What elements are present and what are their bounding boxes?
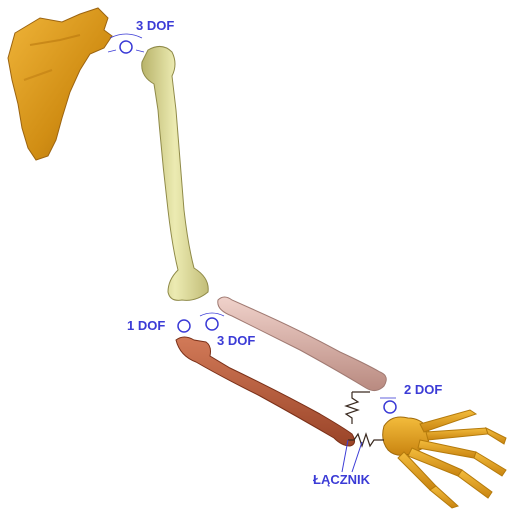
elbow-radius-joint-symbol: [200, 313, 224, 330]
shoulder-dof-label: 3 DOF: [136, 18, 174, 33]
humerus-bone: [142, 46, 208, 300]
shoulder-joint-symbol: [108, 34, 144, 53]
elbow-ulna-joint-symbol: [178, 320, 190, 332]
connector-spring-upper: [346, 392, 370, 424]
connector-label: ŁĄCZNIK: [313, 472, 371, 487]
wrist-joint-symbol: [380, 398, 396, 413]
scapula-bone: [8, 8, 112, 160]
wrist-dof-label: 2 DOF: [404, 382, 442, 397]
hand-bones: [383, 410, 506, 508]
elbow-radius-dof-label: 3 DOF: [217, 333, 255, 348]
elbow-ulna-dof-label: 1 DOF: [127, 318, 165, 333]
